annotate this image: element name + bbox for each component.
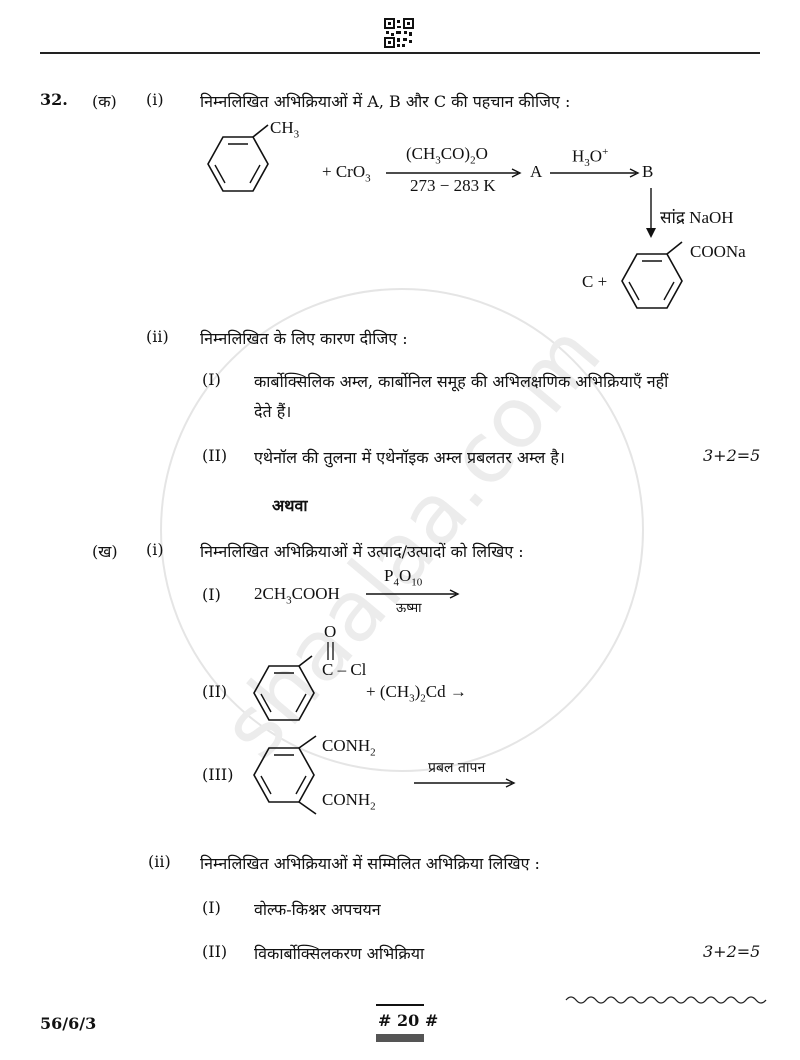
part-a-ii-I-text-line2: देते हैं। — [254, 402, 292, 421]
page-number-rule-top — [376, 1004, 424, 1006]
product-c: C + — [582, 272, 608, 291]
part-b-ii-II-text: विकार्बोक्सिलकरण अभिक्रिया — [254, 944, 425, 963]
reaction-arrow-1 — [386, 168, 522, 178]
benzoate-ring — [621, 241, 683, 309]
part-a-label: (क) — [92, 92, 117, 111]
acyl-chloride-group: C – Cl — [322, 660, 367, 679]
temperature-condition: 273 − 283 K — [410, 176, 496, 195]
paper-code: 56/6/3 — [40, 1014, 97, 1033]
dimethylcadmium-reagent: + (CH3)2Cd → — [366, 682, 467, 705]
part-b-ii-I-text: वोल्फ-किश्नर अपचयन — [254, 900, 381, 919]
part-b-ii-I-label: (I) — [202, 898, 221, 917]
page-number: # 20 # — [378, 1011, 439, 1030]
part-b-i-III-label: (III) — [202, 765, 234, 784]
watermark — [160, 288, 644, 772]
part-b-ii-prompt: निम्नलिखित अभिक्रियाओं में सम्मिलित अभिक… — [200, 854, 540, 873]
part-a-ii-label: (ii) — [146, 327, 169, 346]
part-a-i-prompt: निम्नलिखित अभिक्रियाओं में A, B और C की … — [200, 92, 571, 111]
part-a-ii-I-label: (I) — [202, 370, 221, 389]
strong-heating-condition: प्रबल तापन — [428, 760, 486, 776]
part-a-ii-I-text-line1: कार्बोक्सिलिक अम्ल, कार्बोनिल समूह की अभ… — [254, 372, 669, 391]
acetic-acid-reactant: 2CH3COOH — [254, 584, 340, 607]
phthalamide-ring — [253, 735, 317, 815]
reaction-arrow-4 — [414, 778, 516, 788]
amide-group-bottom: CONH2 — [322, 790, 376, 813]
qr-code-graphic — [384, 18, 414, 48]
or-separator: अथवा — [272, 496, 308, 515]
naoh-reagent: सांद्र NaOH — [660, 208, 734, 227]
reaction-arrow-3 — [366, 589, 460, 599]
product-a: A — [530, 162, 543, 181]
hydronium-reagent: H3O+ — [572, 146, 609, 170]
wavy-line-decoration — [565, 996, 767, 1004]
part-b-label: (ख) — [92, 542, 118, 561]
product-b: B — [642, 162, 654, 181]
part-b-i-II-label: (II) — [202, 682, 228, 701]
p4o10-reagent: P4O10 — [384, 566, 423, 589]
part-b-i-label: (i) — [146, 540, 164, 559]
amide-group-top: CONH2 — [322, 736, 376, 759]
coona-group-label: COONa — [690, 242, 746, 261]
part-b-i-I-label: (I) — [202, 585, 221, 604]
reaction-arrow-down — [646, 188, 656, 238]
header-rule — [40, 52, 760, 54]
part-a-ii-II-text: एथेनॉल की तुलना में एथेनॉइक अम्ल प्रबलतर… — [254, 448, 565, 467]
cro3-reagent: + CrO3 — [322, 162, 371, 185]
part-a-ii-prompt: निम्नलिखित के लिए कारण दीजिए : — [200, 329, 408, 348]
benzoyl-ring — [253, 655, 315, 721]
part-a-marks: 3+2=5 — [703, 446, 761, 465]
part-b-ii-II-label: (II) — [202, 942, 228, 961]
qr-code-icon — [384, 18, 414, 48]
part-b-marks: 3+2=5 — [703, 942, 761, 961]
methyl-group-label: CH3 — [270, 118, 300, 141]
question-number: 32. — [40, 90, 68, 109]
part-b-i-prompt: निम्नलिखित अभिक्रियाओं में उत्पाद/उत्पाद… — [200, 542, 524, 561]
reaction-arrow-2 — [550, 168, 640, 178]
part-a-i-label: (i) — [146, 90, 164, 109]
part-b-ii-label: (ii) — [148, 852, 171, 871]
part-a-ii-II-label: (II) — [202, 446, 228, 465]
carbonyl-double-bond — [327, 642, 334, 660]
acetic-anhydride-reagent: (CH3CO)2O — [406, 144, 488, 167]
page-number-bar — [376, 1034, 424, 1042]
toluene-ring — [207, 124, 269, 192]
heat-condition: ऊष्मा — [396, 601, 422, 616]
carbonyl-oxygen: O — [324, 622, 337, 641]
